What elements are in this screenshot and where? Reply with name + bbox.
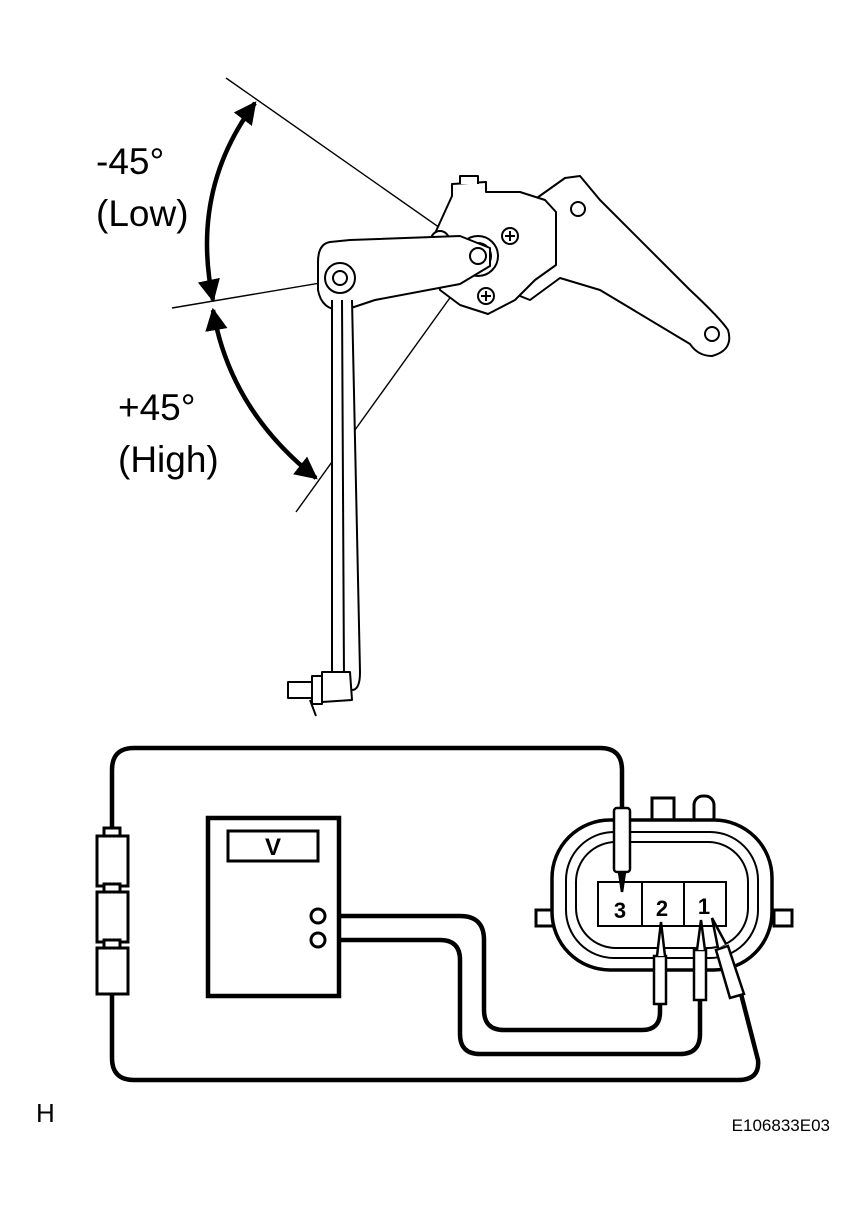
low-angle-value: -45° [96,141,164,182]
wire-meter-to-pin1 [318,937,703,1057]
probe-pin-1 [692,919,708,1002]
voltmeter-display [226,829,320,863]
high-angle-label: (High) [118,439,219,480]
connector-pin-2-label: 2 [656,896,668,921]
battery-cell [95,946,130,996]
voltmeter-terminal-negative [309,931,327,949]
lower-bolt-lock [309,699,317,717]
wire-battery-to-pin1 [109,989,761,1083]
high-angle-value: +45° [118,387,196,428]
sensor-lever-arm [317,235,491,312]
voltmeter-terminal-positive [309,907,327,925]
probe-pin-2 [652,921,668,1006]
high-angle-arrow [205,307,318,480]
screw-slot [505,231,515,241]
wire-meter-to-pin2 [318,913,663,1033]
lower-bolt [287,681,313,699]
battery-cell [95,890,130,944]
sensor-connector-tab [459,175,479,184]
connector-cavity-block [597,881,727,927]
corner-letter: H [36,1098,55,1128]
lever-shaft-nut [469,247,487,265]
high-limit-line [295,255,481,513]
low-angle-arrow [197,101,257,303]
link-rod-edge [341,299,345,681]
mounting-bracket [504,175,731,357]
probe-pin-3 [612,806,632,893]
height-sensor-assembly [287,175,731,717]
wire-battery-to-pin3 [109,745,625,830]
battery [95,826,130,996]
connector-pin-3-label: 3 [614,898,626,923]
battery-cell [95,834,130,888]
lower-bracket [321,671,353,703]
connector-pin-1-label: 1 [698,894,710,919]
bracket-hole [704,326,720,342]
bracket-hole [570,201,586,217]
probes [612,806,746,1006]
connector-side-tab [772,908,794,928]
lower-bolt-head [311,675,323,705]
probe-ground [710,917,746,1000]
voltmeter-label: V [265,834,281,861]
screw-slot [481,291,491,301]
link-ball-joint-inner [332,270,348,286]
figure-code: E106833E03 [732,1116,830,1135]
voltmeter: V [205,815,342,999]
angle-arrows [197,101,318,480]
low-angle-label: (Low) [96,193,189,234]
link-rod [331,299,361,691]
wiring [109,745,761,1083]
